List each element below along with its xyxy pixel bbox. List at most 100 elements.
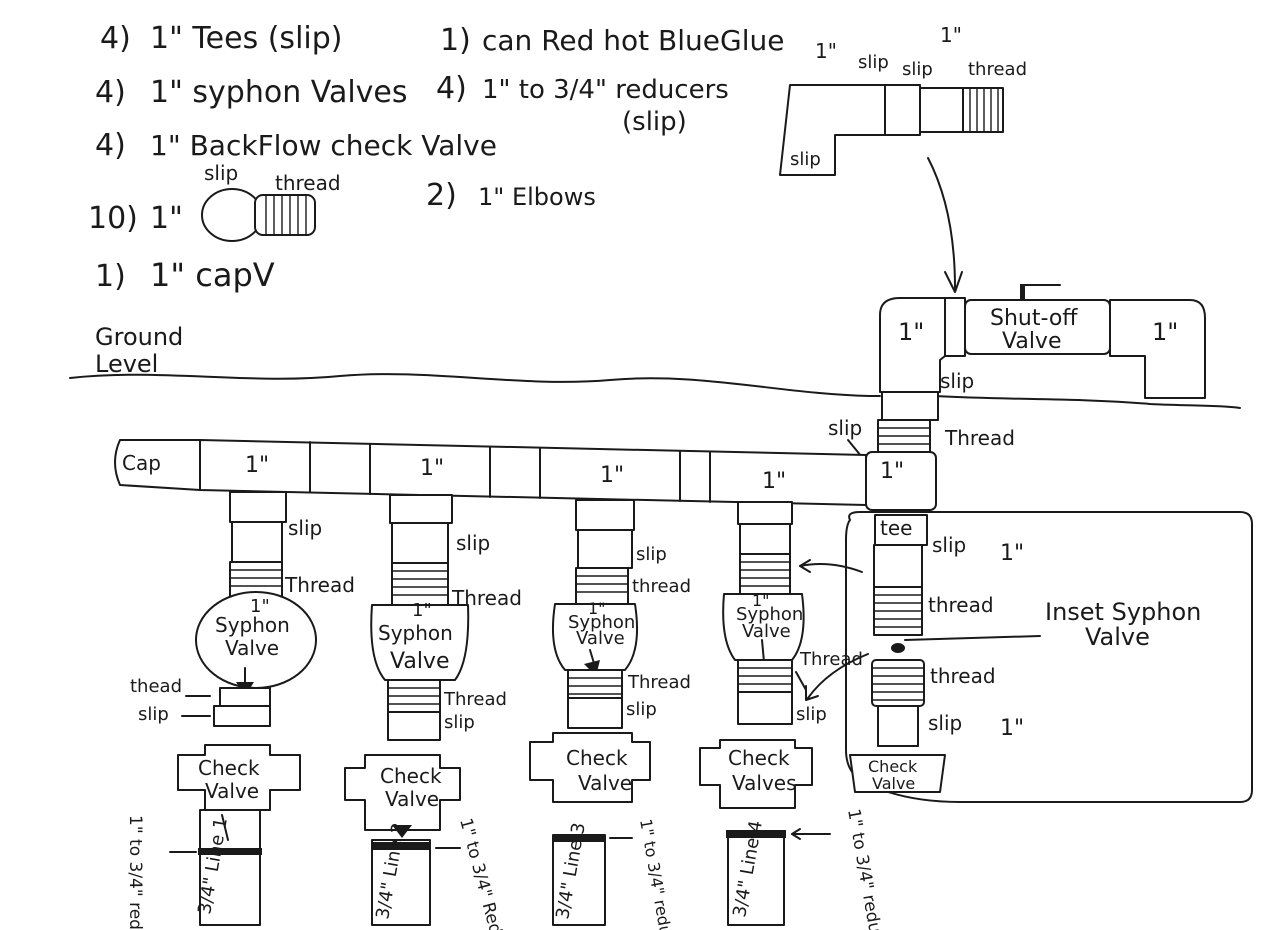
shutoff-label-1: Shut-off: [990, 306, 1078, 331]
part-qty-6: 1): [440, 23, 471, 58]
line-3-valve-label-1: Syphon: [568, 612, 635, 633]
inset-syphon-valve: tee slip 1" thread Inset Syphon Valve th…: [799, 511, 1253, 803]
elbow-threads-icon: [969, 88, 999, 132]
inset-valve-disc-icon: [891, 643, 905, 653]
line-3-valve-size: 1": [588, 599, 606, 618]
line-4-thread-fitting: [739, 553, 791, 595]
line-3-syphon-valve: [552, 603, 638, 671]
line-4-valve-label-2: Valve: [742, 621, 791, 642]
adapter-thread-end: [254, 194, 316, 236]
line-3-lower-slip: [567, 697, 623, 729]
ground-level: Ground Level: [69, 323, 1241, 409]
inset-threads-bottom-icon: [872, 667, 924, 701]
line-2: slip Thread 1" Syphon Valve Thread slip …: [344, 494, 522, 930]
line-1-reducer-label: 1" to 3/4" reducer: [125, 815, 145, 930]
elbow-adapter-body: [919, 87, 966, 133]
ground-line-left: [69, 373, 881, 397]
shutoff-riser-slip: [881, 391, 939, 421]
line-2-thread-2-label: Thread: [443, 689, 507, 710]
elbow-slip-b: slip: [902, 59, 933, 80]
header-size-1: 1": [245, 453, 269, 478]
shutoff-slip-label-2: slip: [828, 416, 862, 440]
shutoff-tee-size: 1": [880, 459, 904, 484]
line-2-flow-arrowhead-icon: [392, 825, 412, 838]
parts-list: 4) 1" Tees (slip) 4) 1" syphon Valves 4)…: [88, 21, 784, 294]
adapter-slip-end: [201, 188, 263, 242]
part-item-5: 1" capV: [150, 256, 275, 294]
line-3-thread-fitting: [575, 567, 629, 605]
line-1-check-valve: [177, 744, 301, 811]
line-2-thread-fitting: [391, 562, 449, 606]
line-2-check-label-1: Check: [380, 764, 442, 788]
inset-slip-fitting: [873, 544, 923, 588]
inset-callout-arrow-bottom: [807, 653, 869, 699]
part-qty-3: 4): [95, 128, 126, 163]
inset-border: [845, 511, 1253, 803]
line-3-reducer-band: [553, 835, 605, 842]
line-3-threads-icon: [576, 575, 628, 593]
line-2-valve-size: 1": [412, 600, 432, 621]
inset-callout-arrowhead-bottom-icon: [805, 685, 819, 701]
line-1-check-label-1: Check: [198, 756, 260, 780]
main-header: Cap 1" 1" 1" 1": [114, 439, 867, 506]
line-2-lower-slip: [387, 711, 441, 741]
line-3-tee-drop: [575, 499, 635, 531]
line-2-check-label-2: Valve: [385, 787, 439, 811]
line-2-reducer-band: [372, 842, 430, 850]
line-1-reducer-band: [198, 848, 262, 855]
inset-thread-bottom-label: thread: [930, 664, 996, 688]
header-size-2: 1": [420, 456, 444, 481]
line-2-slip-label: slip: [456, 531, 490, 555]
line-1-valve-size: 1": [250, 596, 270, 617]
shutoff-slip-label: slip: [940, 369, 974, 393]
elbow-slip-a: slip: [858, 52, 889, 73]
shutoff-thread-label: Thread: [944, 426, 1015, 450]
part-qty-7: 4): [436, 71, 467, 106]
inset-callout-arrow-top: [799, 563, 863, 573]
part-item-9: 1" Elbows: [478, 183, 596, 211]
line-2-lower-threads-icon: [388, 687, 440, 705]
ground-label-2: Level: [95, 350, 158, 378]
inset-thread-bottom-fitting: [871, 659, 925, 707]
part-item-3: 1" BackFlow check Valve: [150, 129, 497, 162]
part-item-1: 1" Tees (slip): [150, 21, 342, 56]
shutoff-size-right: 1": [1152, 318, 1178, 346]
line-4-thread-pointer: [795, 671, 807, 691]
line-3: slip thread 1" Syphon Valve Thread slip …: [529, 499, 691, 930]
header-cap-label: Cap: [122, 451, 161, 475]
elbow-size-left: 1": [815, 39, 837, 63]
ground-label-1: Ground: [95, 323, 183, 351]
line-4-threads-icon: [740, 561, 790, 587]
part-qty-2: 4): [95, 75, 126, 110]
part-qty-5: 1): [95, 259, 126, 294]
elbow-pointer-arrow: [927, 157, 956, 289]
inset-thread-top-label: thread: [928, 593, 994, 617]
header-size-4: 1": [762, 469, 786, 494]
line-4-reducer-arrowhead-icon: [791, 828, 801, 840]
line-1: slip Thread 1" Syphon Valve thead slip C…: [125, 491, 355, 930]
line-4-tee-drop: [737, 501, 793, 525]
part-qty-9: 2): [426, 178, 457, 213]
line-4-check-label-1: Check: [728, 746, 790, 770]
inset-size-bottom-label: 1": [1000, 716, 1024, 741]
line-1-threads-icon: [230, 569, 282, 587]
inset-check-label-1: Check: [868, 757, 918, 776]
line-2-slip-2-label: slip: [444, 712, 475, 733]
line-2-slip-fitting: [391, 522, 449, 564]
line-1-outlet-arrow: [221, 814, 229, 841]
inset-size-top-label: 1": [1000, 541, 1024, 566]
line-2-valve-label-1: Syphon: [378, 621, 453, 645]
line-4-lower-threads-icon: [738, 667, 792, 685]
line-1-tee-drop: [229, 491, 287, 523]
line-3-slip-2-label: slip: [626, 699, 657, 720]
inset-callout-arrowhead-top-icon: [799, 559, 811, 573]
elbow-sketch: 1" 1" slip slip thread slip: [779, 23, 1027, 293]
line-1-slip-2-label: slip: [138, 704, 169, 725]
inset-title-pointer: [904, 635, 1041, 641]
shutoff-size-left: 1": [898, 318, 924, 346]
line-1-lower-slip: [213, 705, 271, 727]
shutoff-elbow: [879, 297, 946, 393]
ground-line-right: [934, 395, 1241, 409]
line-2-outlet-pipe: [371, 839, 431, 926]
